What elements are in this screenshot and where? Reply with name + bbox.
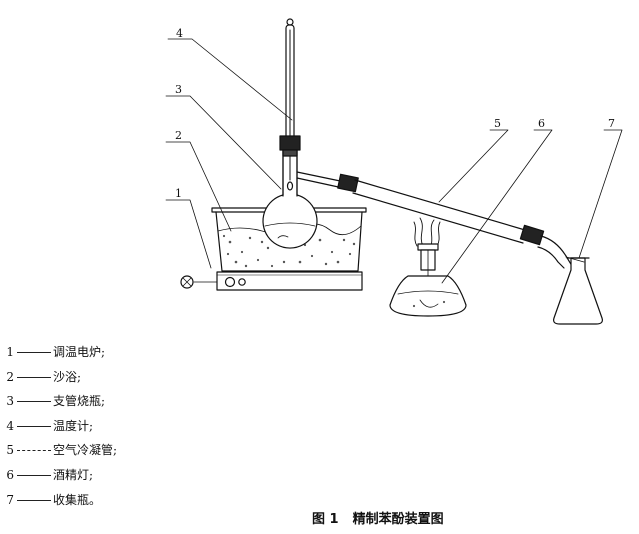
side-arm-flask	[262, 149, 346, 249]
electric-stove	[180, 271, 363, 291]
collection-flask	[553, 256, 603, 325]
figure-caption: 图 1 精制苯酚装置图	[312, 508, 444, 527]
air-condenser	[337, 173, 573, 269]
callout-label-7: 7	[608, 117, 615, 130]
callout-label-1: 1	[175, 187, 182, 200]
callout-label-4: 4	[176, 27, 183, 40]
callout-leaders	[165, 38, 623, 284]
callout-label-5: 5	[494, 117, 501, 130]
alcohol-lamp	[389, 217, 467, 317]
callout-label-6: 6	[538, 117, 545, 130]
apparatus-diagram: 1 2 3 4 5 6 7	[165, 18, 623, 325]
callout-label-2: 2	[175, 129, 182, 142]
power-plug-icon	[180, 275, 194, 289]
figure-title: 精制苯酚装置图	[352, 512, 444, 527]
thermometer	[279, 18, 301, 191]
callout-label-3: 3	[175, 83, 182, 96]
figure-number: 图 1	[312, 512, 339, 527]
